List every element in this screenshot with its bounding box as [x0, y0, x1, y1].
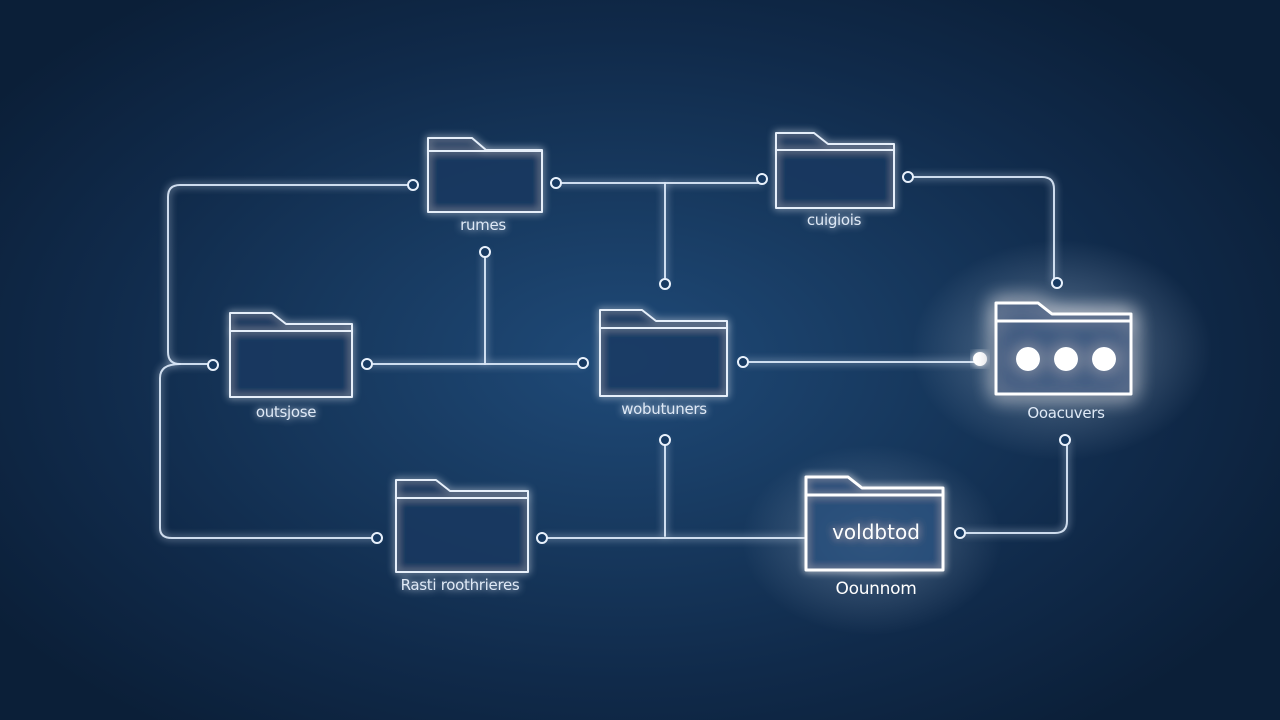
- connector-port: [737, 356, 749, 368]
- connector-port: [902, 171, 914, 183]
- connector-port: [479, 246, 491, 258]
- folder-node-7[interactable]: voldbtod: [804, 475, 945, 572]
- connector-port: [756, 173, 768, 185]
- node-label: Oounnom: [836, 579, 917, 599]
- folder-icon: [229, 312, 353, 398]
- connector-port: [207, 359, 219, 371]
- folder-icon: [395, 479, 529, 573]
- connector-port: [973, 352, 987, 366]
- ellipsis-dot: [1054, 347, 1078, 371]
- connection-line: [959, 439, 1068, 534]
- connector-port: [659, 278, 671, 290]
- ellipsis-dot: [1016, 347, 1040, 371]
- folder-icon: [775, 132, 895, 209]
- folder-node-3[interactable]: outsjose: [229, 312, 353, 421]
- ellipsis-icon: [1016, 347, 1116, 371]
- ports: [207, 171, 1071, 544]
- folder-node-6[interactable]: Rasti roothrieres: [395, 479, 529, 594]
- folder-icon: [599, 309, 728, 397]
- connector-port: [1051, 277, 1063, 289]
- folder-icon: [804, 475, 945, 572]
- ellipsis-dot: [1092, 347, 1116, 371]
- connections: [159, 176, 1068, 539]
- folder-node-2[interactable]: cuigiois: [775, 132, 895, 229]
- connector-port: [407, 179, 419, 191]
- folder-node-1[interactable]: rumes: [427, 137, 543, 234]
- folder-node-5[interactable]: [994, 301, 1133, 396]
- connection-line: [159, 363, 378, 539]
- folder-icon: [427, 137, 543, 213]
- connector-port: [536, 532, 548, 544]
- connector-port: [577, 357, 589, 369]
- node-label: Ooacuvers: [1027, 404, 1105, 422]
- connector-port: [954, 527, 966, 539]
- connector-port: [1059, 434, 1071, 446]
- connector-port: [371, 532, 383, 544]
- node-label: wobutuners: [621, 400, 707, 418]
- connector-port: [550, 177, 562, 189]
- node-label: rumes: [460, 216, 506, 234]
- node-label: outsjose: [256, 403, 316, 421]
- node-label: Rasti roothrieres: [401, 576, 520, 594]
- connector-port: [659, 434, 671, 446]
- folder-inner-label: voldbtod: [832, 520, 920, 544]
- connection-line: [907, 176, 1055, 284]
- node-label: cuigiois: [807, 211, 862, 229]
- connector-port: [361, 358, 373, 370]
- folder-node-4[interactable]: wobutuners: [599, 309, 728, 418]
